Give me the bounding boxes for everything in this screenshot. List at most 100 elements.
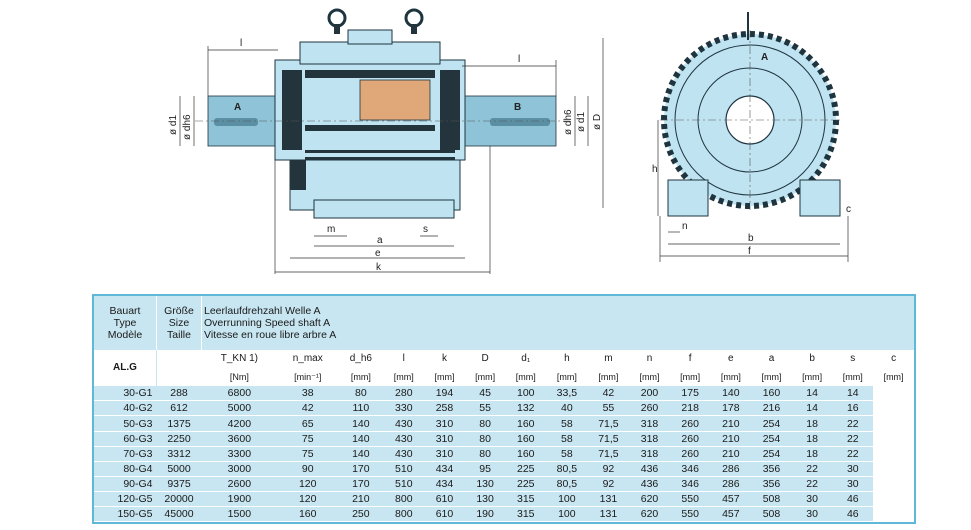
value-cell: 610 bbox=[424, 506, 465, 523]
value-cell: 100 bbox=[546, 491, 588, 507]
value-cell: 95 bbox=[464, 461, 506, 477]
value-cell: 80 bbox=[338, 386, 384, 402]
value-cell: 260 bbox=[629, 400, 670, 417]
dim-s: s bbox=[423, 224, 428, 235]
value-cell: 100 bbox=[546, 506, 588, 523]
end-view-label: A bbox=[761, 52, 768, 63]
value-cell: 620 bbox=[629, 506, 670, 523]
value-cell: 346 bbox=[669, 461, 711, 477]
dim-n: n bbox=[682, 221, 688, 232]
value-cell: 510 bbox=[383, 476, 425, 492]
value-cell: 71,5 bbox=[587, 446, 630, 462]
col-head-k: k bbox=[424, 350, 465, 369]
value-cell: 430 bbox=[383, 431, 425, 447]
size-cell: 120-G5 bbox=[94, 491, 157, 507]
value-cell: 225 bbox=[505, 476, 547, 492]
value-cell: 45 bbox=[464, 386, 506, 402]
speed-header: Leerlaufdrehzahl Welle A Overrunning Spe… bbox=[204, 305, 337, 341]
value-cell: 356 bbox=[751, 476, 792, 492]
col-head-h: h bbox=[546, 350, 588, 369]
value-cell: 55 bbox=[587, 400, 630, 417]
dim-h: h bbox=[652, 164, 658, 175]
value-cell: 16 bbox=[832, 400, 874, 417]
value-cell: 22 bbox=[791, 476, 833, 492]
value-cell: 286 bbox=[710, 476, 752, 492]
value-cell: 46 bbox=[832, 506, 874, 523]
value-cell: 5000 bbox=[201, 400, 278, 417]
value-cell: 550 bbox=[669, 491, 711, 507]
value-cell: 18 bbox=[791, 446, 833, 462]
value-cell: 140 bbox=[338, 415, 384, 432]
value-cell: 6800 bbox=[201, 386, 278, 402]
value-cell: 14 bbox=[791, 400, 833, 417]
dim-m: m bbox=[327, 224, 335, 235]
value-cell: 130 bbox=[464, 476, 506, 492]
value-cell: 288 bbox=[156, 386, 202, 402]
value-cell: 131 bbox=[587, 491, 630, 507]
value-cell: 160 bbox=[505, 415, 547, 432]
value-cell: 315 bbox=[505, 491, 547, 507]
col-head-m: m bbox=[587, 350, 630, 369]
end-view: A h n b f c bbox=[652, 12, 851, 262]
value-cell: 3000 bbox=[201, 461, 278, 477]
value-cell: 260 bbox=[669, 446, 711, 462]
value-cell: 71,5 bbox=[587, 431, 630, 447]
value-cell: 510 bbox=[383, 461, 425, 477]
value-cell: 280 bbox=[383, 386, 425, 402]
value-cell: 346 bbox=[669, 476, 711, 492]
bauart-header: Bauart Type Modèle bbox=[94, 296, 157, 350]
value-cell: 356 bbox=[751, 461, 792, 477]
shaft-b-label: B bbox=[514, 102, 521, 113]
value-cell: 4200 bbox=[201, 415, 278, 432]
value-cell: 436 bbox=[629, 461, 670, 477]
value-cell: 5000 bbox=[156, 461, 202, 477]
value-cell: 80,5 bbox=[546, 461, 588, 477]
value-cell: 330 bbox=[383, 400, 425, 417]
dim-dh6-right: ø dh6 bbox=[563, 109, 574, 135]
technical-drawing: A B l l ø d1 ø dh6 ø dh6 ø d1 ø D m s a … bbox=[168, 8, 851, 274]
col-head-e: e bbox=[710, 350, 752, 369]
value-cell: 170 bbox=[338, 476, 384, 492]
size-cell: 70-G3 bbox=[94, 446, 157, 462]
value-cell: 800 bbox=[383, 491, 425, 507]
value-cell: 42 bbox=[277, 400, 339, 417]
col-head-l: l bbox=[383, 350, 425, 369]
value-cell: 14 bbox=[791, 386, 833, 402]
specification-table: Bauart Type Modèle Größe Size Taille Lee… bbox=[92, 294, 916, 524]
value-cell: 210 bbox=[710, 415, 752, 432]
value-cell: 318 bbox=[629, 415, 670, 432]
value-cell: 194 bbox=[424, 386, 465, 402]
size-header: Größe Size Taille bbox=[156, 296, 202, 350]
value-cell: 58 bbox=[546, 415, 588, 432]
value-cell: 1900 bbox=[201, 491, 278, 507]
value-cell: 2600 bbox=[201, 476, 278, 492]
value-cell: 210 bbox=[710, 431, 752, 447]
value-cell: 71,5 bbox=[587, 415, 630, 432]
value-cell: 80 bbox=[464, 415, 506, 432]
value-cell: 3600 bbox=[201, 431, 278, 447]
value-cell: 160 bbox=[505, 446, 547, 462]
value-cell: 434 bbox=[424, 461, 465, 477]
shaft-a-label: A bbox=[234, 102, 241, 113]
value-cell: 310 bbox=[424, 446, 465, 462]
value-cell: 80,5 bbox=[546, 476, 588, 492]
value-cell: 250 bbox=[338, 506, 384, 523]
value-cell: 612 bbox=[156, 400, 202, 417]
value-cell: 430 bbox=[383, 446, 425, 462]
type-label: AL.G bbox=[94, 350, 157, 387]
value-cell: 46 bbox=[832, 491, 874, 507]
value-cell: 210 bbox=[338, 491, 384, 507]
value-cell: 58 bbox=[546, 446, 588, 462]
value-cell: 160 bbox=[277, 506, 339, 523]
value-cell: 58 bbox=[546, 431, 588, 447]
value-cell: 457 bbox=[710, 506, 752, 523]
value-cell: 22 bbox=[832, 446, 874, 462]
dim-a: a bbox=[377, 235, 383, 246]
value-cell: 9375 bbox=[156, 476, 202, 492]
value-cell: 457 bbox=[710, 491, 752, 507]
dim-dh6-left: ø dh6 bbox=[182, 114, 193, 140]
value-cell: 620 bbox=[629, 491, 670, 507]
